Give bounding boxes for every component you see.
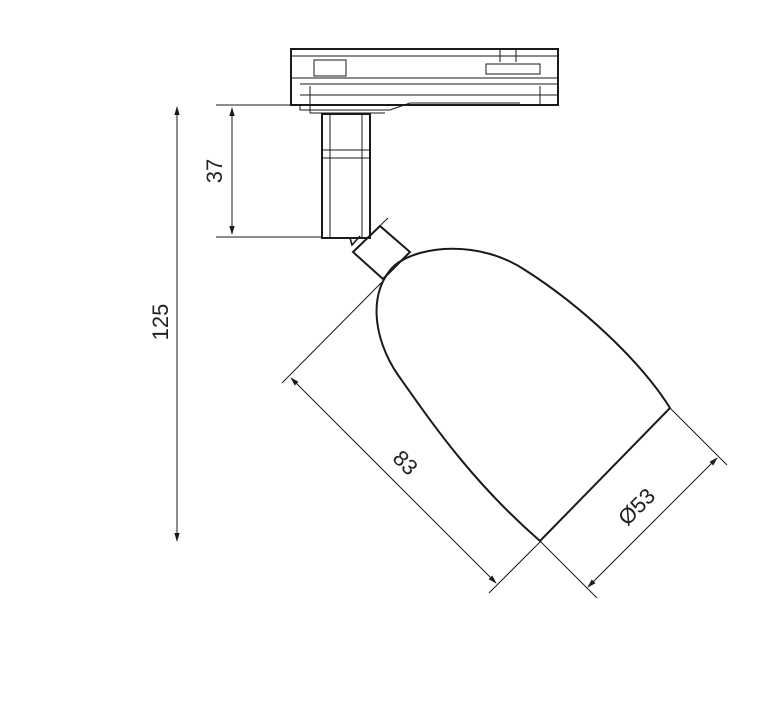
mounting-stem <box>321 113 371 247</box>
dimension-adapter-height <box>216 104 322 238</box>
track-adapter <box>290 48 559 114</box>
dimension-label-83: 83 <box>388 445 423 480</box>
dimension-label-diameter: Ø53 <box>613 483 660 530</box>
dimension-label-125: 125 <box>148 304 173 341</box>
lamp-head <box>351 217 672 543</box>
dimension-lamp-diameter <box>539 407 728 599</box>
dimension-label-37: 37 <box>202 159 227 183</box>
dimension-lamp-length <box>281 281 542 594</box>
